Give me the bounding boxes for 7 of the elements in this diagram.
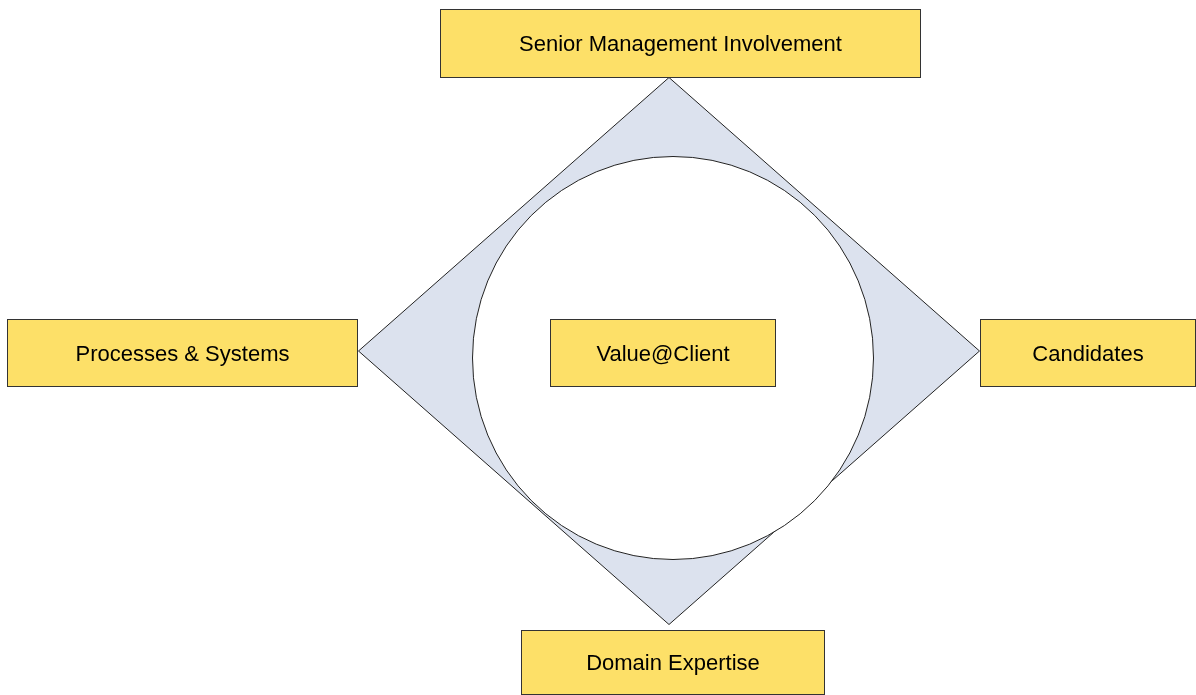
label-box: Value@Client	[550, 319, 776, 387]
label-box: Candidates	[980, 319, 1196, 387]
circle-shape	[472, 156, 874, 560]
label-box: Domain Expertise	[521, 630, 825, 695]
diamond-shape	[358, 77, 980, 625]
label-box: Processes & Systems	[7, 319, 358, 387]
label-box: Senior Management Involvement	[440, 9, 921, 78]
